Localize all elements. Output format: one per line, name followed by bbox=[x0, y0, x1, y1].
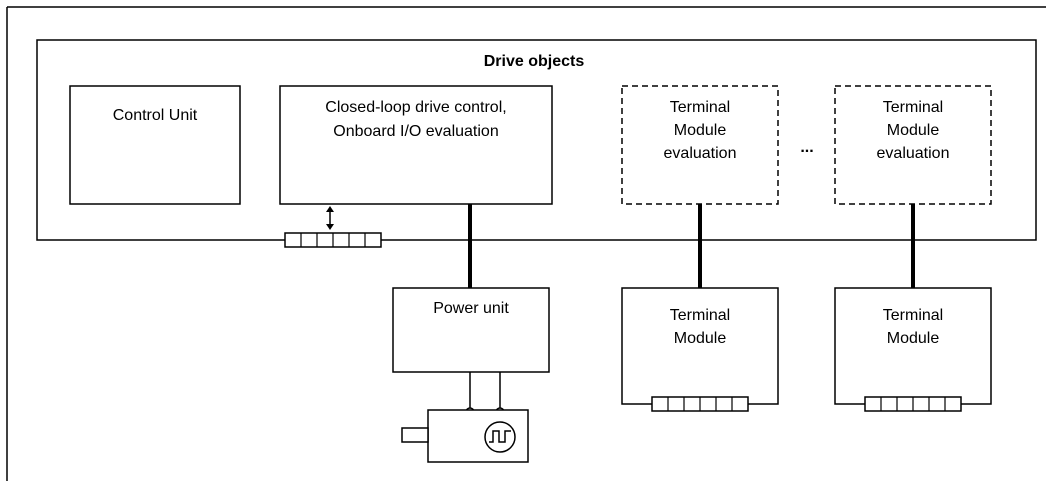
ellipsis-label: ... bbox=[800, 139, 813, 156]
terminal-module-1-line2: Module bbox=[674, 330, 727, 347]
terminal-module-2-connector bbox=[864, 396, 962, 412]
terminal-module-box-1: Terminal Module bbox=[621, 287, 779, 405]
drive-objects-group bbox=[36, 39, 1037, 241]
control-unit-box: Control Unit bbox=[69, 85, 241, 205]
power-unit-box: Power unit bbox=[392, 287, 550, 373]
tm-evaluation-1-line3: evaluation bbox=[664, 145, 737, 162]
encoder-icon bbox=[484, 421, 516, 453]
tm-evaluation-box-2: Terminal Module evaluation bbox=[834, 85, 992, 205]
terminal-module-2-line2: Module bbox=[887, 330, 940, 347]
tm-evaluation-box-1: Terminal Module evaluation bbox=[621, 85, 779, 205]
terminal-module-box-2: Terminal Module bbox=[834, 287, 992, 405]
drive-control-box: Closed-loop drive control, Onboard I/O e… bbox=[279, 85, 553, 205]
tm-evaluation-1-line1: Terminal bbox=[670, 99, 730, 116]
tm-evaluation-2-line3: evaluation bbox=[877, 145, 950, 162]
tm-evaluation-2-line2: Module bbox=[887, 122, 940, 139]
tm-evaluation-2-line1: Terminal bbox=[883, 99, 943, 116]
drive-interface-connector bbox=[284, 232, 382, 248]
double-arrow-icon bbox=[326, 206, 334, 230]
power-unit-label: Power unit bbox=[433, 300, 509, 317]
drive-objects-title: Drive objects bbox=[484, 53, 585, 70]
terminal-module-1-connector bbox=[651, 396, 749, 412]
square-wave-icon bbox=[489, 430, 511, 443]
terminal-module-1-line1: Terminal bbox=[670, 307, 730, 324]
tm-evaluation-1-line2: Module bbox=[674, 122, 727, 139]
drive-control-label-line2: Onboard I/O evaluation bbox=[333, 123, 498, 140]
terminal-module-2-line1: Terminal bbox=[883, 307, 943, 324]
control-unit-label: Control Unit bbox=[113, 107, 198, 124]
motor-shaft bbox=[401, 427, 429, 443]
motor-icon bbox=[401, 409, 529, 463]
drive-control-label-line1: Closed-loop drive control, bbox=[325, 99, 506, 116]
